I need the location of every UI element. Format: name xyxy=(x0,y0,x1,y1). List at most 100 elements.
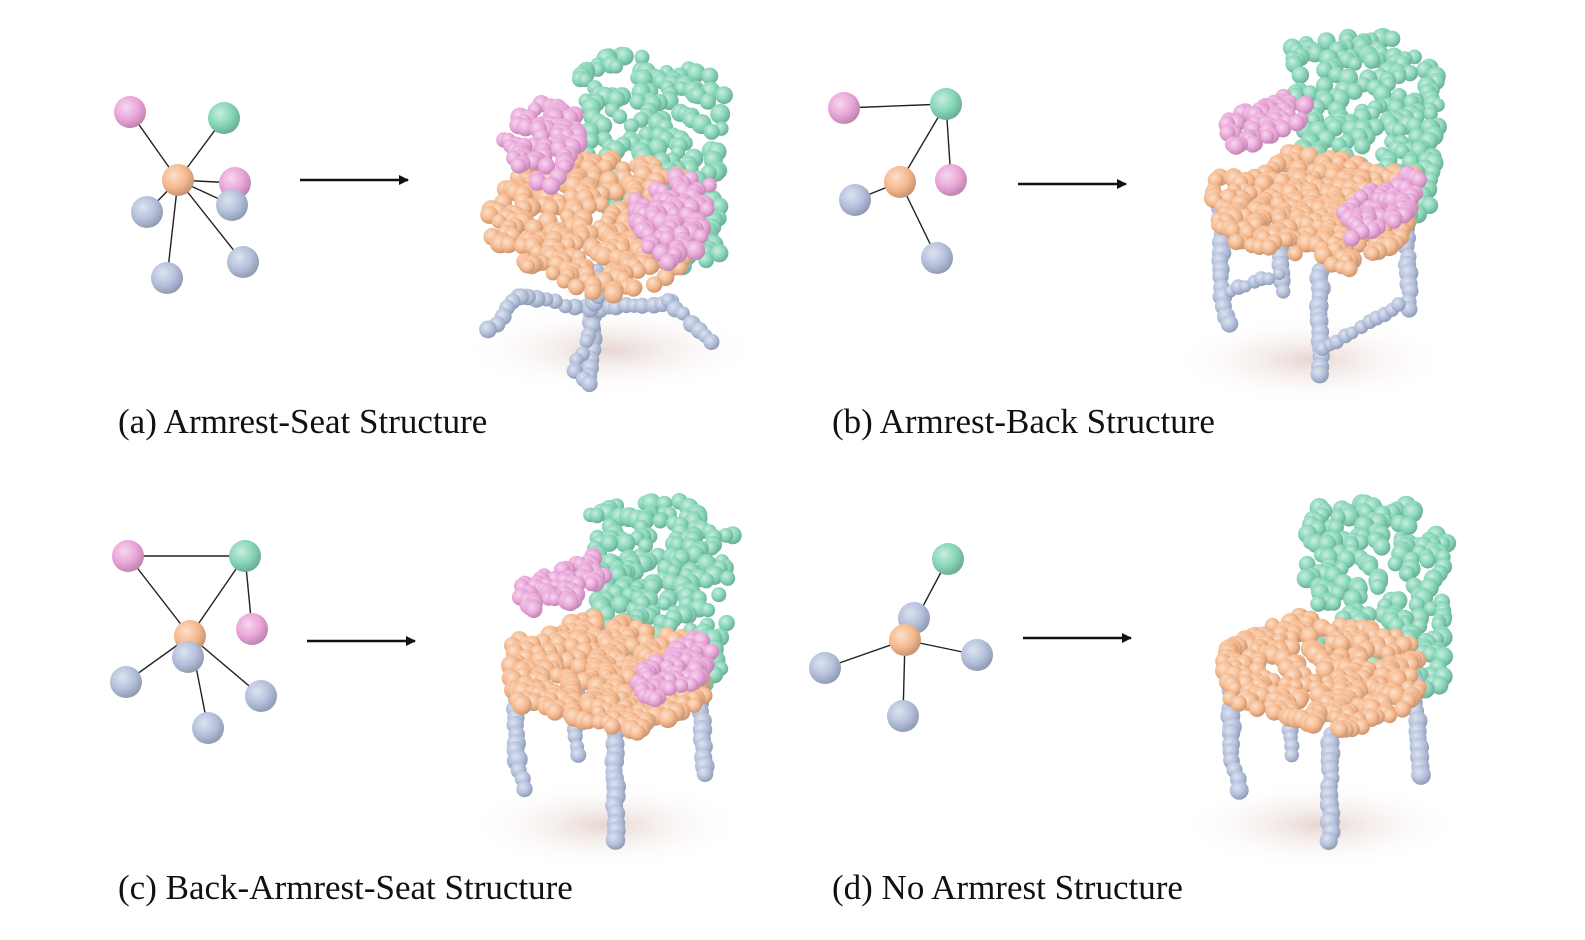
seat-point xyxy=(658,708,678,728)
seat-point xyxy=(567,278,585,296)
armrest-point xyxy=(1259,129,1275,144)
back-point xyxy=(1400,566,1415,581)
leg-point xyxy=(703,333,720,350)
caption-d: (d) No Armrest Structure xyxy=(832,868,1183,907)
back-point xyxy=(715,86,733,105)
leg-point xyxy=(1276,284,1291,299)
back-point xyxy=(701,67,719,85)
graph-node-leg xyxy=(151,262,183,294)
armrest-point xyxy=(1296,97,1314,115)
graph-node-leg xyxy=(172,641,204,673)
back-point xyxy=(1373,538,1391,556)
back-point xyxy=(1354,138,1371,155)
leg-point xyxy=(581,375,598,393)
seat-point xyxy=(1287,245,1303,262)
back-point xyxy=(1291,66,1310,84)
armrest-point xyxy=(1386,213,1402,229)
chair-point-cloud xyxy=(1180,494,1460,870)
armrest-point xyxy=(547,591,562,607)
graph-node-seat xyxy=(889,624,921,656)
graph-node-leg xyxy=(921,242,953,274)
structure-graph xyxy=(828,88,967,274)
armrest-point xyxy=(541,176,561,195)
armrest-point xyxy=(510,157,527,174)
seat-point xyxy=(580,713,596,730)
back-point xyxy=(718,528,734,543)
back-point xyxy=(1315,76,1334,95)
graph-node-armrest xyxy=(114,96,146,128)
leg-point xyxy=(1319,831,1338,851)
seat-point xyxy=(545,265,561,281)
armrest-point xyxy=(662,681,677,696)
armrest-point xyxy=(699,201,715,217)
armrest-point xyxy=(1227,137,1245,155)
back-point xyxy=(710,103,731,124)
caption-c: (c) Back-Armrest-Seat Structure xyxy=(118,868,573,907)
armrest-point xyxy=(640,239,656,255)
armrest-point xyxy=(1410,172,1427,189)
structure-graph xyxy=(110,540,277,744)
seat-point xyxy=(686,697,702,713)
seat-point xyxy=(1248,700,1266,717)
graph-node-armrest xyxy=(112,540,144,572)
seat-point xyxy=(629,263,646,279)
back-point xyxy=(615,47,634,66)
seat-point xyxy=(625,281,642,297)
leg-point xyxy=(1391,297,1406,312)
graph-node-leg xyxy=(839,184,871,216)
leg-point xyxy=(605,830,626,850)
armrest-point xyxy=(528,173,547,191)
seat-point xyxy=(1341,260,1358,278)
graph-node-leg xyxy=(887,700,919,732)
back-point xyxy=(634,49,650,65)
seat-point xyxy=(1382,708,1397,724)
graph-node-leg xyxy=(216,189,248,221)
graph-node-leg xyxy=(245,680,277,712)
structure-graph xyxy=(809,543,993,732)
back-point xyxy=(1423,106,1438,122)
back-point xyxy=(1384,30,1401,47)
seat-point xyxy=(603,718,621,735)
leg-point xyxy=(516,780,533,798)
back-point xyxy=(589,507,605,524)
graph-node-back xyxy=(208,102,240,134)
graph-edge xyxy=(189,555,246,637)
seat-point xyxy=(1332,722,1349,738)
leg-point xyxy=(1262,272,1276,286)
graph-edge xyxy=(127,555,191,637)
back-point xyxy=(711,587,727,603)
back-point xyxy=(1430,676,1449,695)
graph-node-armrest xyxy=(236,613,268,645)
seat-point xyxy=(628,724,646,741)
structure-graph xyxy=(114,96,259,294)
armrest-point xyxy=(685,240,706,261)
seat-point xyxy=(556,273,572,289)
back-point xyxy=(629,93,646,110)
leg-point xyxy=(579,334,594,349)
back-point xyxy=(686,63,706,83)
back-point xyxy=(700,603,716,618)
seat-point xyxy=(1315,660,1335,680)
seat-point xyxy=(512,695,532,715)
seat-point xyxy=(1332,635,1350,653)
chair-point-cloud xyxy=(465,493,745,870)
graph-node-leg xyxy=(131,196,163,228)
graph-edge xyxy=(166,179,179,279)
graph-edge xyxy=(843,103,947,109)
caption-b: (b) Armrest-Back Structure xyxy=(832,402,1215,441)
graph-node-armrest xyxy=(828,92,860,124)
back-point xyxy=(610,595,630,614)
armrest-point xyxy=(647,691,663,707)
graph-node-seat xyxy=(884,166,916,198)
leg-point xyxy=(1273,267,1286,281)
leg-point xyxy=(479,320,497,339)
seat-point xyxy=(570,657,589,676)
seat-point xyxy=(593,196,609,213)
graph-node-leg xyxy=(961,639,993,671)
back-point xyxy=(718,614,735,632)
back-point xyxy=(1345,83,1363,100)
graph-node-leg xyxy=(110,666,142,698)
seat-point xyxy=(499,235,518,254)
graph-node-seat xyxy=(162,164,194,196)
